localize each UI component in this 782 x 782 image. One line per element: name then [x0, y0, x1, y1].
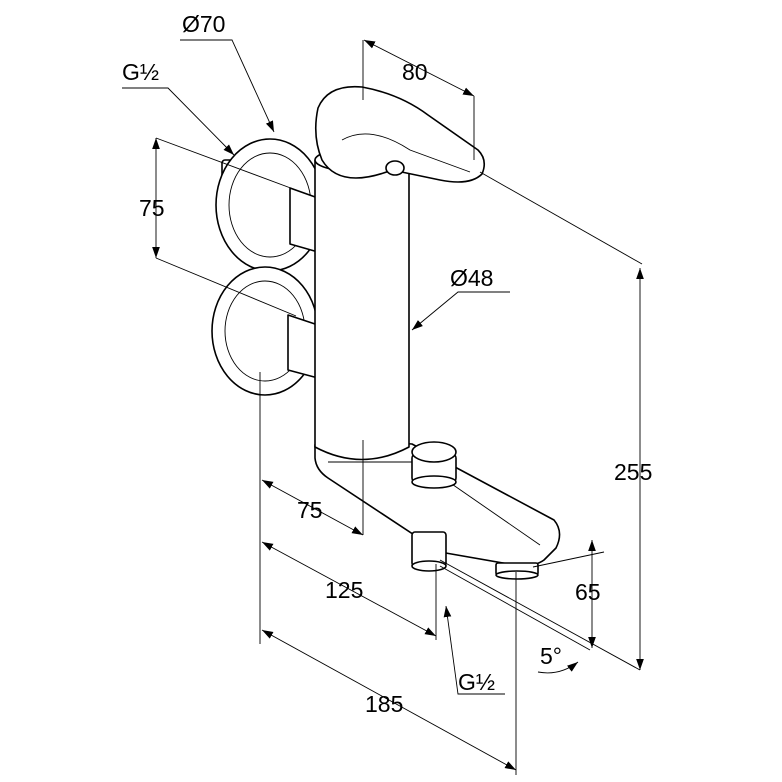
lever-handle [314, 85, 486, 183]
label-g12-top: G½ [122, 59, 159, 85]
label-angle-5: 5° [540, 643, 562, 669]
label-80: 80 [402, 59, 428, 85]
label-75-horizontal: 75 [297, 497, 323, 523]
label-65: 65 [575, 579, 601, 605]
label-125: 125 [325, 577, 363, 603]
extension-lines [155, 40, 643, 775]
label-75-vertical: 75 [139, 195, 165, 221]
label-185: 185 [365, 691, 403, 717]
upper-wall-rosette [215, 138, 325, 272]
label-dia48: Ø48 [450, 265, 493, 291]
dimension-lines [152, 39, 644, 771]
label-g12-bottom: G½ [458, 669, 495, 695]
lower-wall-rosette [211, 266, 319, 396]
label-255: 255 [614, 459, 652, 485]
leader-lines [122, 39, 510, 695]
diverter-knob [411, 441, 457, 489]
mixer-body-cylinder [314, 147, 410, 461]
dimension-labels: Ø70 G½ 75 80 Ø48 255 75 125 65 185 G½ 5° [122, 11, 652, 717]
label-dia70: Ø70 [182, 11, 225, 37]
